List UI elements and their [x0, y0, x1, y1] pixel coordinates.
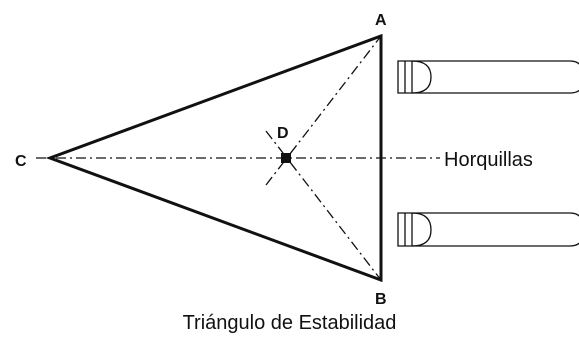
lower-fork-heel — [404, 212, 432, 247]
diagonal-centerline-upper — [265, 35, 382, 186]
point-a-label: A — [375, 12, 387, 29]
lower-fork — [397, 212, 579, 247]
fork-label: Horquillas — [444, 149, 533, 171]
center-lines — [36, 35, 440, 281]
center-of-gravity-point — [281, 153, 291, 163]
stability-triangle — [45, 33, 383, 283]
diagonal-centerline-lower — [265, 130, 382, 281]
point-d-label: D — [277, 125, 289, 142]
diagram-caption: Triángulo de Estabilidad — [182, 312, 397, 334]
upper-fork-heel — [404, 60, 432, 94]
point-b-label: B — [375, 291, 387, 308]
upper-fork-outline — [397, 60, 579, 94]
upper-fork — [397, 60, 579, 94]
lower-fork-outline — [397, 212, 579, 247]
point-c-label: C — [15, 153, 27, 170]
